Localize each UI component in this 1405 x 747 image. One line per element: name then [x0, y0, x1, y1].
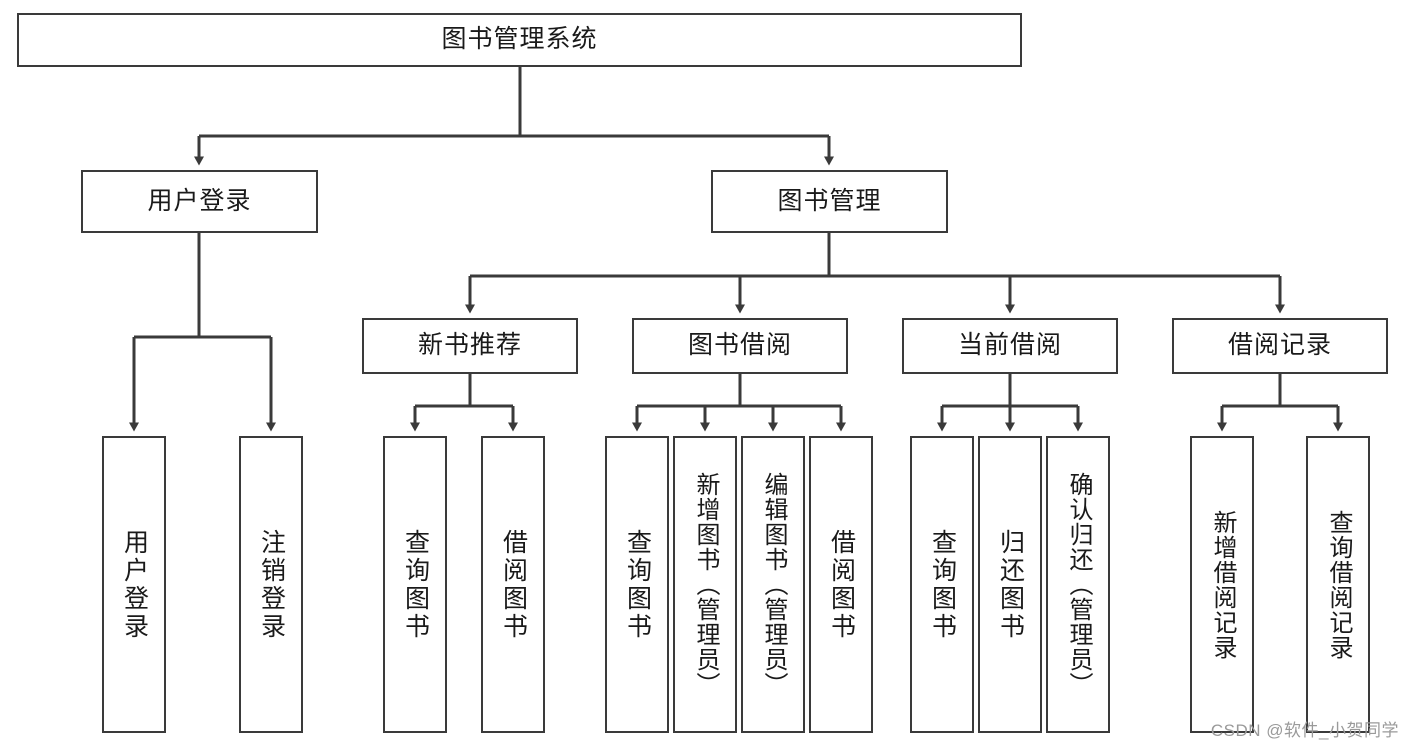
node-leaf-recommend-query-book[interactable]: 查询图书	[383, 436, 447, 733]
node-user-login-label: 用户登录	[147, 186, 252, 215]
node-leaf-borrow-do-borrow[interactable]: 借阅图书	[809, 436, 873, 733]
node-leaf-borrow-edit-book-label: 编辑图书（管理员）	[760, 472, 787, 697]
node-leaf-recommend-borrow-book-label: 借阅图书	[499, 528, 528, 641]
node-book-borrow[interactable]: 图书借阅	[632, 318, 848, 374]
node-leaf-current-confirm-return[interactable]: 确认归还（管理员）	[1046, 436, 1110, 733]
node-borrow-record-label: 借阅记录	[1227, 331, 1332, 360]
node-leaf-recommend-query-book-label: 查询图书	[401, 528, 430, 641]
node-leaf-record-add-label: 新增借阅记录	[1209, 509, 1236, 660]
node-leaf-record-add[interactable]: 新增借阅记录	[1190, 436, 1254, 733]
node-root-label: 图书管理系统	[441, 25, 598, 54]
node-leaf-current-return-book[interactable]: 归还图书	[978, 436, 1042, 733]
node-leaf-borrow-query-book-label: 查询图书	[623, 528, 652, 641]
node-leaf-user-login-label: 用户登录	[120, 528, 149, 641]
node-leaf-borrow-add-book[interactable]: 新增图书（管理员）	[673, 436, 737, 733]
node-book-manage-label: 图书管理	[777, 186, 882, 215]
node-root[interactable]: 图书管理系统	[17, 13, 1022, 67]
node-new-book-recommend[interactable]: 新书推荐	[362, 318, 578, 374]
node-leaf-current-query-book-label: 查询图书	[928, 528, 957, 641]
node-leaf-user-logout[interactable]: 注销登录	[239, 436, 303, 733]
node-leaf-current-confirm-return-label: 确认归还（管理员）	[1065, 472, 1092, 697]
node-leaf-current-query-book[interactable]: 查询图书	[910, 436, 974, 733]
node-current-borrow[interactable]: 当前借阅	[902, 318, 1118, 374]
csdn-watermark: CSDN @软件_小贺同学	[1210, 721, 1399, 740]
node-leaf-record-search[interactable]: 查询借阅记录	[1306, 436, 1370, 733]
node-book-manage[interactable]: 图书管理	[711, 170, 948, 233]
node-leaf-borrow-do-borrow-label: 借阅图书	[827, 528, 856, 641]
node-borrow-record[interactable]: 借阅记录	[1172, 318, 1388, 374]
node-leaf-recommend-borrow-book[interactable]: 借阅图书	[481, 436, 545, 733]
node-user-login[interactable]: 用户登录	[81, 170, 318, 233]
node-new-book-recommend-label: 新书推荐	[417, 331, 522, 360]
node-book-borrow-label: 图书借阅	[687, 331, 792, 360]
node-leaf-user-logout-label: 注销登录	[257, 528, 286, 641]
node-leaf-record-search-label: 查询借阅记录	[1325, 509, 1352, 660]
node-leaf-borrow-add-book-label: 新增图书（管理员）	[692, 472, 719, 697]
node-leaf-borrow-query-book[interactable]: 查询图书	[605, 436, 669, 733]
node-leaf-current-return-book-label: 归还图书	[996, 528, 1025, 641]
node-leaf-user-login[interactable]: 用户登录	[102, 436, 166, 733]
node-leaf-borrow-edit-book[interactable]: 编辑图书（管理员）	[741, 436, 805, 733]
node-current-borrow-label: 当前借阅	[957, 331, 1062, 360]
